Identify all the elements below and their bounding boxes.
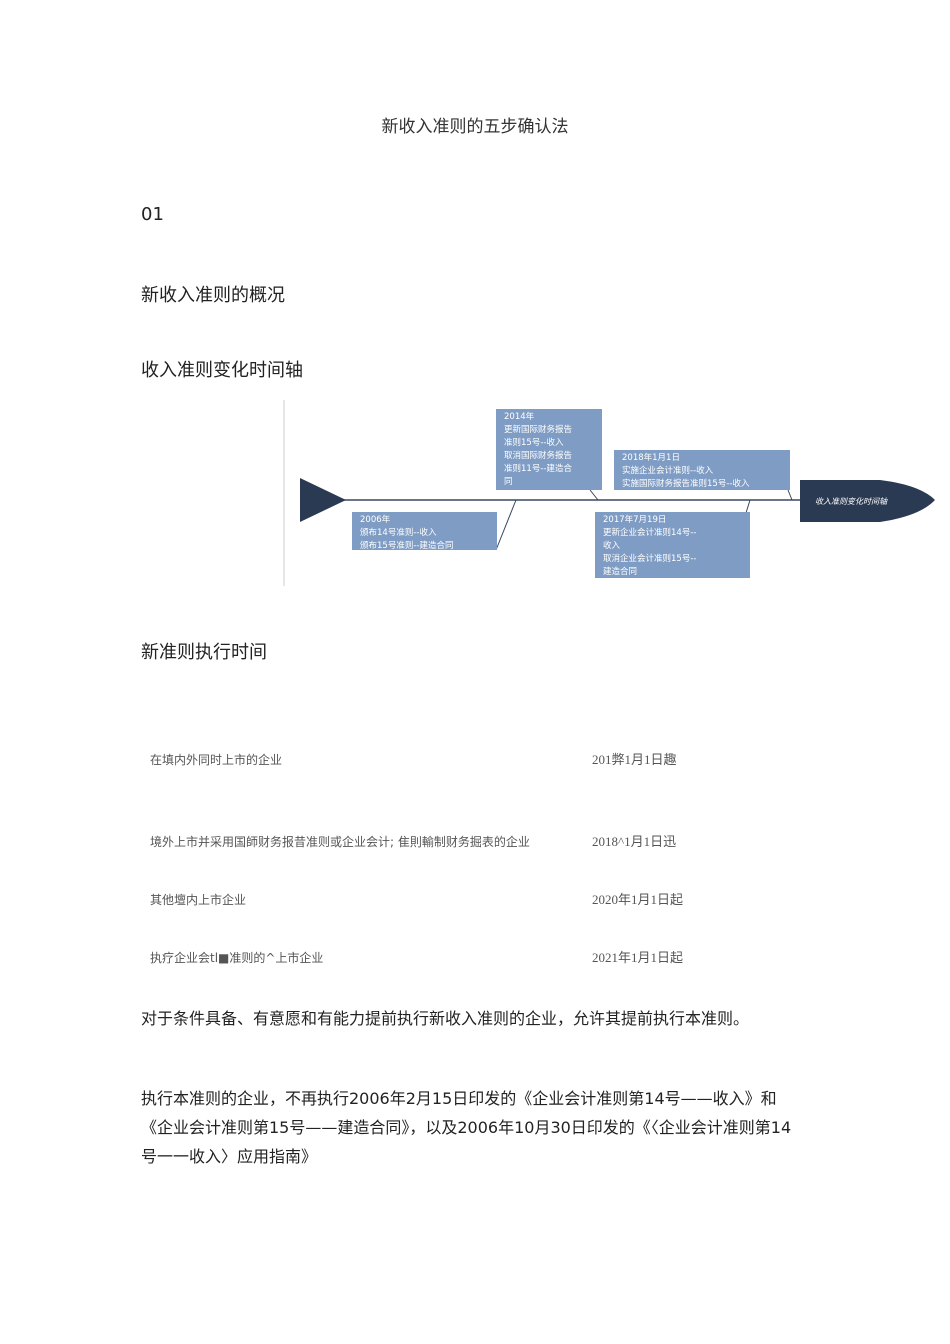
event-box-bg [595, 512, 750, 578]
exec-heading: 新准则执行时间 [141, 642, 267, 663]
paragraph-early-adoption: 对于条件具备、有意愿和有能力提前执行新收入准则的企业，允许其提前执行本准则。 [141, 1009, 750, 1028]
entity-cell: 境外上市并采用国師财务报昔准则或企业会计; 隹則輸制财务掘表的企业 [150, 835, 530, 849]
event-box-bg [614, 450, 790, 490]
event-text-line: 同 [504, 477, 513, 487]
date-cell: 2021年1月1日起 [592, 950, 684, 965]
event-text-line: 建造合同 [603, 566, 637, 577]
timeline-end-label: 收入准则变化时间轴 [815, 497, 888, 506]
paragraph-superseded-standards: 执行本准则的企业，不再执行2006年2月15日印发的《企业会计准则第14号——收… [141, 1089, 792, 1166]
event-text-line: 准则11号--建造合 [504, 463, 572, 474]
entity-cell: 在填内外同时上市的企业 [150, 753, 283, 767]
connector [589, 489, 599, 501]
entity-cell: 执疗企业会tl■准则的^上市企业 [150, 951, 324, 965]
event-text-line: 2017年7月19日 [603, 514, 666, 525]
event-text-line: 更新国际财务报告 [504, 424, 572, 435]
timeline-end-bullet [800, 480, 935, 522]
date-cell: 2020年1月1日起 [592, 892, 684, 907]
timeline-event-box: 2014年更新国际财务报告准则15号--收入取消国际财务报告准则11号--建造合… [496, 409, 602, 490]
entity-cell: 其他壇内上市企业 [150, 893, 247, 907]
event-text-line: 实施企业会计准则--收入 [622, 465, 714, 476]
event-text-line: 2018年1月1日 [622, 452, 680, 463]
event-text-line: 实施国际财务报告准则15号--收入 [622, 478, 750, 489]
section-heading: 新收入准则的概况 [141, 285, 285, 306]
event-text-line: 颁布15号准则--建造合同 [360, 540, 453, 551]
event-text-line: 取消国际财务报告 [504, 450, 572, 461]
section-number: 01 [141, 204, 164, 225]
revenue-standard-timeline-figure: 收入准则变化时间轴 2006年颁布14号准则--收入颁布15号准则--建造合同2… [283, 400, 935, 586]
connector [787, 489, 793, 501]
date-cell: 201弊1月1日趣 [592, 752, 677, 767]
event-text-line: 更新企业会计准则14号-- [603, 527, 696, 538]
date-cell: 2018^1月1日迅 [592, 834, 677, 849]
event-text-line: 2014年 [504, 411, 535, 422]
event-text-line: 颁布14号准则--收入 [360, 527, 437, 538]
timeline-heading: 收入准则变化时间轴 [141, 360, 303, 381]
document-title: 新收入准则的五步确认法 [381, 117, 569, 137]
event-text-line: 准则15号--收入 [504, 437, 564, 448]
event-text-line: 收入 [603, 540, 621, 551]
event-box-bg [352, 512, 497, 550]
event-text-line: 2006年 [360, 514, 391, 525]
connector [495, 499, 517, 551]
event-box-bg [496, 409, 602, 490]
timeline-start-arrow [300, 478, 346, 522]
event-text-line: 取消企业会计准则15号-- [603, 553, 696, 564]
